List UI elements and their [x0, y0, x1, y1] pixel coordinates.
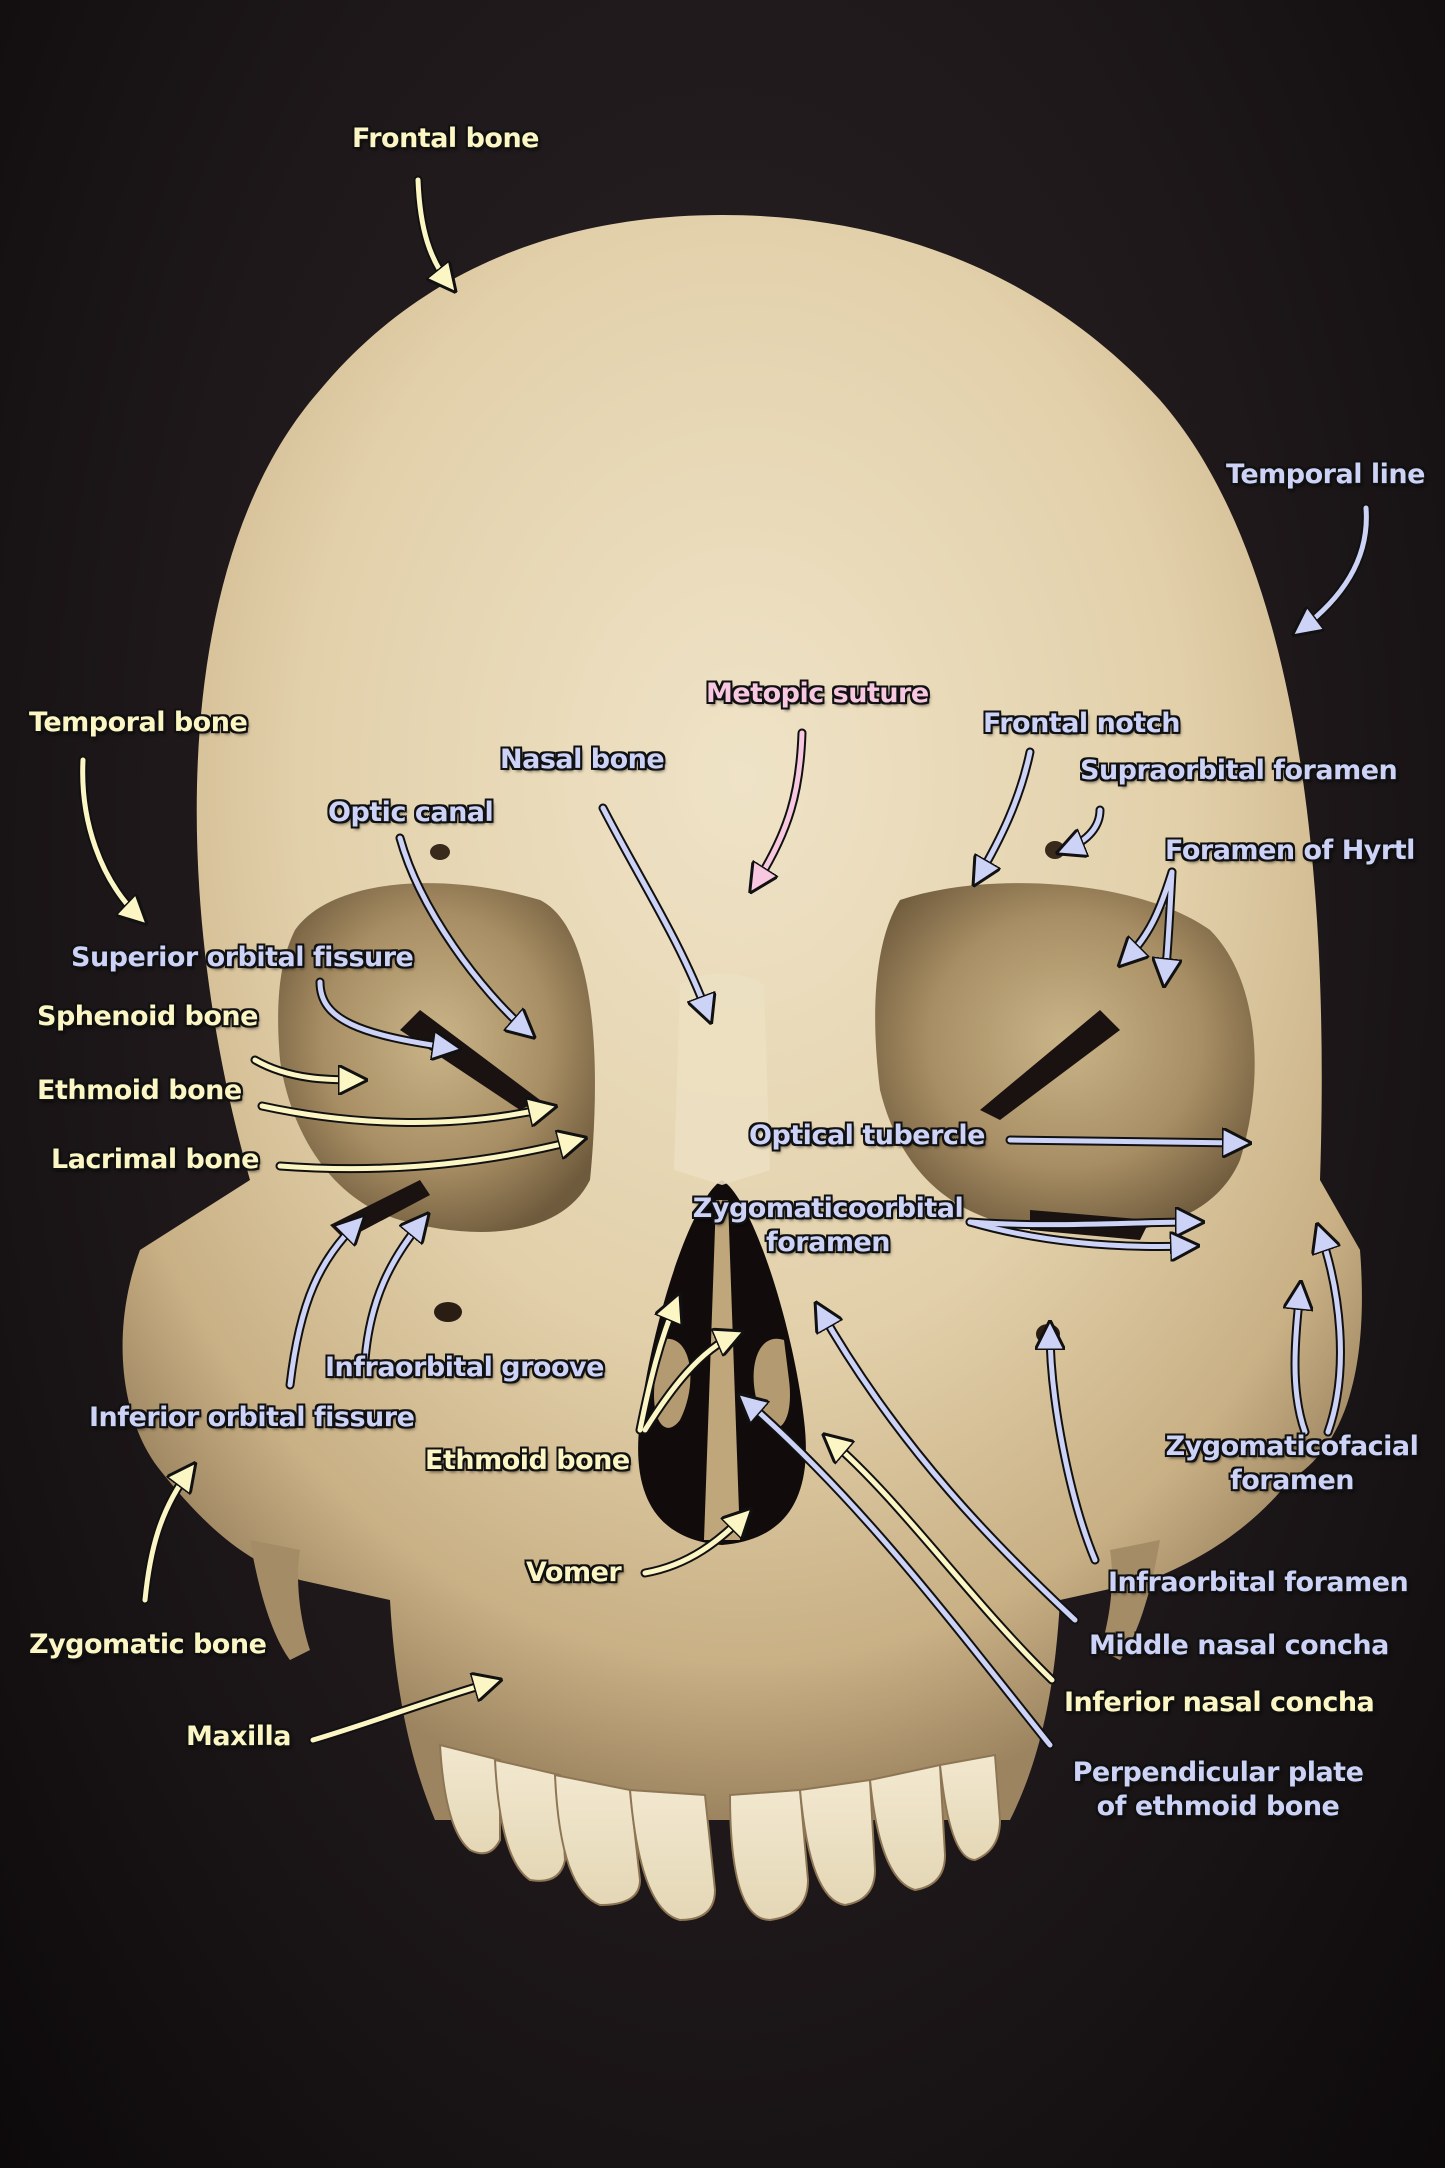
label-frontal-bone: Frontal bone	[352, 123, 540, 154]
label-inferior-nasal-concha: Inferior nasal concha	[1064, 1687, 1375, 1718]
label-sphenoid-bone: Sphenoid bone	[37, 1001, 258, 1032]
label-temporal-line: Temporal line	[1226, 459, 1425, 490]
label-superior-orbital-fissure: Superior orbital fissure	[71, 942, 414, 973]
label-perpendicular-plate-line2: of ethmoid bone	[1096, 1791, 1340, 1822]
label-temporal-bone: Temporal bone	[29, 707, 248, 738]
label-zygomaticofacial-line2: foramen	[1230, 1465, 1355, 1496]
label-optical-tubercle: Optical tubercle	[749, 1120, 985, 1151]
label-zygomaticoorbital-line2: foramen	[766, 1227, 891, 1258]
label-optic-canal: Optic canal	[328, 797, 494, 828]
label-infraorbital-groove: Infraorbital groove	[325, 1352, 604, 1383]
label-zygomaticoorbital-line1: Zygomaticoorbital	[692, 1193, 964, 1224]
label-nasal-bone: Nasal bone	[500, 744, 665, 775]
label-ethmoid-bone-nasal: Ethmoid bone	[425, 1445, 630, 1476]
label-zygomaticofacial-foramen: Zygomaticofacial foramen	[1152, 1430, 1432, 1498]
label-perpendicular-plate-line1: Perpendicular plate	[1072, 1757, 1364, 1788]
label-infraorbital-foramen: Infraorbital foramen	[1108, 1567, 1409, 1598]
label-lacrimal-bone: Lacrimal bone	[51, 1144, 259, 1175]
label-maxilla: Maxilla	[186, 1721, 292, 1752]
label-zygomaticofacial-line1: Zygomaticofacial	[1165, 1431, 1419, 1462]
label-frontal-notch: Frontal notch	[983, 708, 1181, 739]
label-zygomaticoorbital-foramen: Zygomaticoorbital foramen	[688, 1192, 968, 1260]
label-vomer: Vomer	[526, 1557, 622, 1588]
label-metopic-suture: Metopic suture	[706, 678, 929, 709]
label-perpendicular-plate: Perpendicular plate of ethmoid bone	[1058, 1756, 1378, 1824]
label-zygomatic-bone: Zygomatic bone	[29, 1629, 267, 1660]
label-middle-nasal-concha: Middle nasal concha	[1089, 1630, 1389, 1661]
label-ethmoid-bone-orbit: Ethmoid bone	[37, 1075, 242, 1106]
label-supraorbital-foramen: Supraorbital foramen	[1080, 755, 1398, 786]
label-inferior-orbital-fissure: Inferior orbital fissure	[89, 1402, 415, 1433]
label-foramen-of-hyrtl: Foramen of Hyrtl	[1165, 835, 1415, 866]
